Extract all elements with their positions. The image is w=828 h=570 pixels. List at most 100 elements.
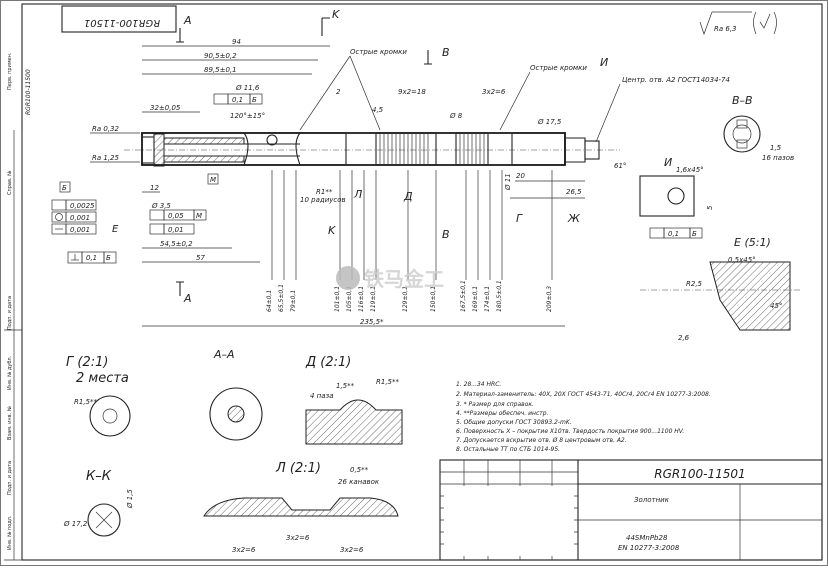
side-code: RGR100-11500 [25, 69, 32, 115]
svg-text:0,1: 0,1 [668, 230, 679, 238]
section-bb: В–В 1,5 16 пазов [723, 94, 794, 162]
svg-text:R1**: R1** [316, 188, 333, 196]
svg-text:209±0,3: 209±0,3 [546, 286, 553, 312]
svg-text:1,6x45°: 1,6x45° [676, 166, 704, 174]
svg-text:Б: Б [252, 96, 257, 104]
svg-text:Ж: Ж [567, 212, 581, 225]
side-label-sign-1: Подп. и дата [7, 296, 13, 330]
svg-text:5: 5 [706, 205, 714, 210]
svg-text:20: 20 [516, 172, 525, 180]
svg-text:79±0,1: 79±0,1 [290, 290, 297, 312]
svg-text:铁马金工: 铁马金工 [364, 267, 444, 291]
svg-text:K: K [328, 224, 336, 237]
svg-text:7. Допускается вскрытие отв. Ø: 7. Допускается вскрытие отв. Ø 8 центров… [456, 437, 627, 444]
svg-text:0,001: 0,001 [70, 214, 90, 222]
svg-text:И: И [600, 56, 608, 69]
title-number: RGR100-11501 [654, 467, 745, 481]
svg-text:0,5x45°: 0,5x45° [728, 256, 756, 264]
svg-text:Ra 0,32: Ra 0,32 [92, 125, 120, 133]
svg-text:65,5±0,1: 65,5±0,1 [278, 284, 285, 312]
svg-text:180,5±0,1: 180,5±0,1 [496, 280, 503, 312]
svg-text:4 паза: 4 паза [310, 392, 334, 400]
svg-text:B: B [442, 228, 450, 241]
svg-text:Е: Е [112, 224, 119, 235]
svg-text:90,5±0,2: 90,5±0,2 [204, 52, 237, 60]
detail-l: Л (2:1) 0,5** 26 канавок 3x2=6 3x2=6 3x2… [203, 461, 399, 554]
center-hole-callout: Центр. отв. А2 ГОСТ14034-74 [622, 76, 730, 84]
side-label-orig-inv: Инв. № подл. [7, 515, 13, 550]
svg-text:120°±15°: 120°±15° [230, 112, 265, 120]
svg-text:3x2=6: 3x2=6 [340, 546, 364, 554]
svg-text:45°: 45° [770, 302, 782, 310]
svg-text:Ø 17,2: Ø 17,2 [63, 520, 88, 528]
svg-text:Ø 11: Ø 11 [504, 173, 512, 191]
svg-text:2 места: 2 места [76, 371, 129, 386]
svg-text:119±0,1: 119±0,1 [370, 286, 377, 312]
title-material-1: 44SMnPb28 [626, 534, 668, 542]
side-label-first-use: Перв. примен. [7, 52, 13, 90]
svg-text:4. **Размеры обеспеч. инстр.: 4. **Размеры обеспеч. инстр. [456, 410, 549, 417]
detail-d: Д (2:1) 4 паза R1,5** 1,5** [305, 355, 403, 445]
watermark: 铁马金工 [336, 266, 444, 291]
svg-text:М: М [210, 176, 216, 184]
svg-text:Б: Б [692, 230, 697, 238]
svg-text:174±0,1: 174±0,1 [484, 286, 491, 312]
svg-text:57: 57 [196, 254, 205, 262]
view-i: И 1,6x45° 5 0,1 Б [639, 156, 714, 239]
svg-text:116±0,1: 116±0,1 [358, 286, 365, 312]
svg-text:3. * Размер для справок.: 3. * Размер для справок. [456, 401, 534, 408]
side-label-replace-inv: Взам. инв. № [7, 405, 13, 440]
svg-text:64±0,1: 64±0,1 [266, 290, 273, 312]
svg-text:26,5: 26,5 [566, 188, 582, 196]
svg-text:И: И [664, 156, 672, 169]
detail-e: Е (5:1) 0,5x45° R2,5 2,6 45° [640, 236, 800, 342]
general-roughness: Ra 6,3 [699, 11, 777, 36]
svg-text:A: A [183, 292, 192, 305]
svg-text:54,5±0,2: 54,5±0,2 [160, 240, 193, 248]
svg-text:Ø 1,5: Ø 1,5 [126, 489, 134, 509]
svg-text:0,1: 0,1 [86, 254, 97, 262]
svg-text:В–В: В–В [732, 94, 753, 107]
svg-text:1,5: 1,5 [770, 144, 782, 152]
svg-text:Д: Д [403, 190, 413, 203]
side-label-sign-2: Подп. и дата [7, 461, 13, 495]
svg-text:6. Поверхность Х – покрытие Х1: 6. Поверхность Х – покрытие Х10тв. Тверд… [456, 428, 684, 435]
svg-text:101±0,1: 101±0,1 [334, 286, 341, 312]
svg-text:0,5**: 0,5** [350, 466, 369, 474]
svg-text:Г (2:1): Г (2:1) [66, 355, 108, 370]
section-kk: К–К Ø 17,2 Ø 1,5 [63, 469, 134, 537]
svg-text:К–К: К–К [86, 469, 112, 484]
svg-text:235,5*: 235,5* [360, 318, 384, 326]
svg-text:129±0,1: 129±0,1 [402, 286, 409, 312]
svg-text:Б: Б [106, 254, 111, 262]
svg-text:3x2=6: 3x2=6 [232, 546, 256, 554]
technical-notes: 1. 28...34 HRC. 2. Материал-заменитель: … [456, 381, 711, 453]
title-block: RGR100-11501 Золотник 44SMnPb28 EN 10277… [439, 459, 823, 561]
svg-text:Ø 8: Ø 8 [449, 112, 463, 120]
svg-text:9x2=18: 9x2=18 [398, 88, 426, 96]
svg-text:16 пазов: 16 пазов [762, 154, 794, 162]
svg-text:1. 28...34 HRC.: 1. 28...34 HRC. [456, 381, 501, 388]
sharp-edges-callout-1: Острые кромки [350, 48, 407, 56]
svg-text:10 радиусов: 10 радиусов [300, 196, 346, 204]
svg-text:R2,5: R2,5 [686, 280, 703, 288]
svg-text:K: K [332, 8, 340, 21]
detail-g: Г (2:1) 2 места R1,5** [66, 355, 131, 437]
svg-text:R1,5**: R1,5** [74, 398, 97, 406]
svg-text:0,0025: 0,0025 [70, 202, 95, 210]
svg-text:М: М [196, 212, 202, 220]
main-part-view [124, 132, 620, 167]
svg-text:Д (2:1): Д (2:1) [305, 355, 351, 370]
svg-text:105±0,1: 105±0,1 [346, 286, 353, 312]
view-markers: A A K K B B И Л Д Г Ж [176, 8, 608, 305]
svg-text:0,1: 0,1 [232, 96, 243, 104]
svg-text:3x2=6: 3x2=6 [286, 534, 310, 542]
svg-text:2,6: 2,6 [678, 334, 690, 342]
svg-text:Ø 3,5: Ø 3,5 [151, 202, 171, 210]
left-side-strip: Перв. примен. Справ. № Подп. и дата Инв.… [4, 52, 32, 561]
left-annotations: Ra 0,32 Ra 1,25 Б 0,0025 0,001 0,001 Е 0… [51, 84, 265, 264]
title-name: Золотник [634, 496, 670, 504]
svg-text:Е (5:1): Е (5:1) [734, 236, 771, 249]
svg-text:169±0,1: 169±0,1 [472, 286, 479, 312]
